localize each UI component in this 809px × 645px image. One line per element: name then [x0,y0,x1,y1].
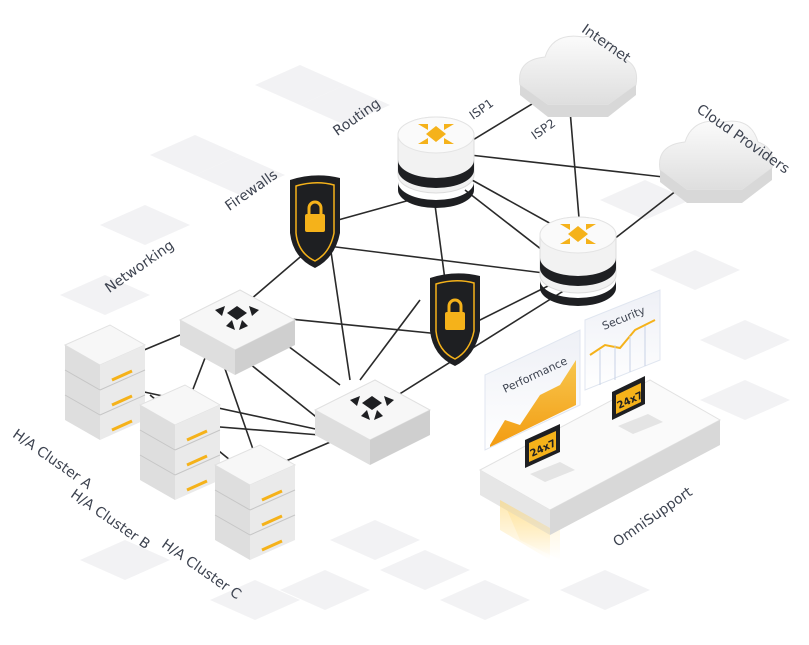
router-arrows-icon [560,224,596,244]
cloud-icon [659,120,774,203]
firewall-lock-icon [290,175,340,268]
performance-panel [484,329,581,451]
floor-tiles [60,65,790,620]
server-stack-icon [63,324,147,440]
switch-arrows-icon [350,396,394,420]
monitor-icon [612,376,663,434]
server-stack-icon [138,384,222,500]
isp2-label: ISP2 [529,116,558,142]
switch-arrows-icon [215,306,259,330]
router-arrows-icon [418,124,454,144]
monitor-icon [525,424,575,482]
server-stack-icon [213,444,297,560]
cloud-icon [519,35,638,117]
switch-icon [313,379,432,465]
security-panel [584,289,661,391]
firewall-lock-icon [430,273,480,366]
isp1-label: ISP1 [467,96,496,122]
router-icon [397,116,475,208]
router-icon [539,216,617,306]
switch-icon [178,289,297,375]
